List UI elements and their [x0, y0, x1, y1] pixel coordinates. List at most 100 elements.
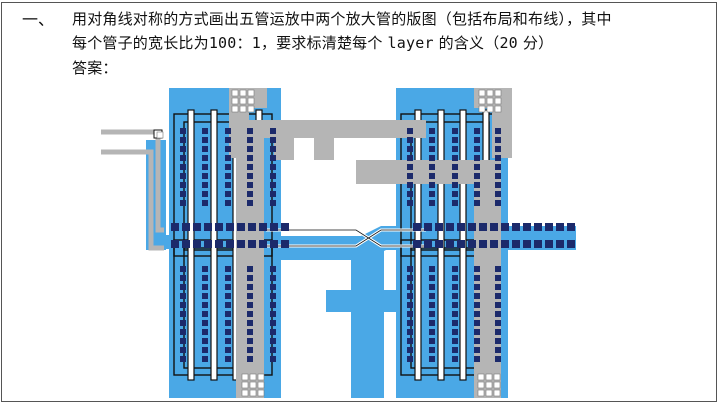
sd-contact: [495, 266, 501, 272]
sd-contact: [225, 164, 231, 170]
sd-contact: [247, 191, 253, 197]
sd-contact: [202, 347, 208, 353]
sd-contact: [429, 182, 435, 188]
sd-contact: [429, 146, 435, 152]
sd-contact: [225, 338, 231, 344]
poly-contact-bottom-right: [477, 381, 485, 389]
sd-contact: [270, 329, 276, 335]
bus-contact: [435, 240, 443, 248]
bus-contact: [468, 240, 476, 248]
sd-contact: [180, 338, 186, 344]
sd-contact: [270, 284, 276, 290]
sd-contact: [247, 320, 253, 326]
poly-contact-top-right: [486, 97, 494, 105]
bus-contact: [446, 223, 454, 231]
bus-contact: [490, 223, 498, 231]
poly-contact-top-left: [239, 89, 247, 97]
bus-contact: [226, 223, 234, 231]
sd-contact: [452, 182, 458, 188]
metal-tail-stem: [351, 240, 384, 398]
sd-contact: [247, 137, 253, 143]
sd-contact: [429, 266, 435, 272]
bus-contact: [193, 223, 201, 231]
sd-contact: [429, 164, 435, 170]
bus-contact: [171, 240, 179, 248]
bus-contact: [424, 240, 432, 248]
sd-contact: [247, 347, 253, 353]
sd-contact: [474, 356, 480, 362]
sd-contact: [495, 347, 501, 353]
sd-contact: [202, 356, 208, 362]
bus-contact: [237, 240, 245, 248]
sd-contact: [429, 173, 435, 179]
sd-contact: [495, 356, 501, 362]
sd-contact: [495, 284, 501, 290]
sd-contact: [474, 311, 480, 317]
sd-contact: [180, 320, 186, 326]
sd-contact: [202, 293, 208, 299]
sd-contact: [474, 347, 480, 353]
sd-contact: [202, 338, 208, 344]
cross-wire-2-edge: [266, 229, 426, 247]
poly-contact-top-right: [494, 105, 502, 113]
ratio-value: 100：1: [208, 34, 261, 52]
sd-contact: [495, 293, 501, 299]
poly-contact-top-right: [478, 105, 486, 113]
bus-contact: [270, 240, 278, 248]
bus-contact: [413, 240, 421, 248]
sd-contact: [452, 173, 458, 179]
sd-contact: [247, 146, 253, 152]
sd-contact: [407, 347, 413, 353]
sd-contact: [180, 155, 186, 161]
poly-contact-bottom-left: [249, 381, 257, 389]
sd-contact: [270, 191, 276, 197]
sd-contact: [407, 329, 413, 335]
sd-contact: [270, 128, 276, 134]
sd-contact: [429, 347, 435, 353]
sd-contact: [495, 311, 501, 317]
sd-contact: [225, 191, 231, 197]
bus-contact: [457, 223, 465, 231]
sd-contact: [452, 137, 458, 143]
sd-contact: [180, 173, 186, 179]
bus-contact: [479, 240, 487, 248]
sd-contact: [247, 182, 253, 188]
sd-contact: [474, 173, 480, 179]
poly-contact-bottom-left: [241, 389, 249, 397]
sd-contact: [225, 275, 231, 281]
sd-contact: [225, 329, 231, 335]
question-text-2b: ，要求标清楚每个: [260, 34, 383, 52]
sd-contact: [225, 302, 231, 308]
bus-contact: [523, 223, 531, 231]
sd-contact: [407, 293, 413, 299]
sd-contact: [180, 284, 186, 290]
poly-contact-top-right: [494, 97, 502, 105]
sd-contact: [270, 311, 276, 317]
sd-contact: [474, 302, 480, 308]
sd-contact: [202, 200, 208, 206]
poly-contact-bottom-left: [257, 381, 265, 389]
question-number: 一、: [22, 10, 55, 29]
sd-contact: [180, 182, 186, 188]
bus-contact: [215, 223, 223, 231]
sd-contact: [225, 155, 231, 161]
bus-contact: [468, 223, 476, 231]
sd-contact: [225, 347, 231, 353]
sd-contact: [452, 347, 458, 353]
poly-contact-bottom-right: [485, 389, 493, 397]
metal-tail-bar: [326, 290, 411, 312]
sd-contact: [452, 164, 458, 170]
sd-contact: [452, 293, 458, 299]
sd-contact: [202, 191, 208, 197]
sd-contact: [202, 302, 208, 308]
sd-contact: [452, 284, 458, 290]
input-trace-lower: [101, 149, 164, 251]
sd-contact: [270, 302, 276, 308]
bus-contact: [270, 223, 278, 231]
sd-contact: [452, 146, 458, 152]
sd-contact: [247, 173, 253, 179]
sd-contact: [247, 155, 253, 161]
bus-contact: [413, 223, 421, 231]
sd-contact: [202, 329, 208, 335]
poly-contact-bottom-right: [485, 373, 493, 381]
